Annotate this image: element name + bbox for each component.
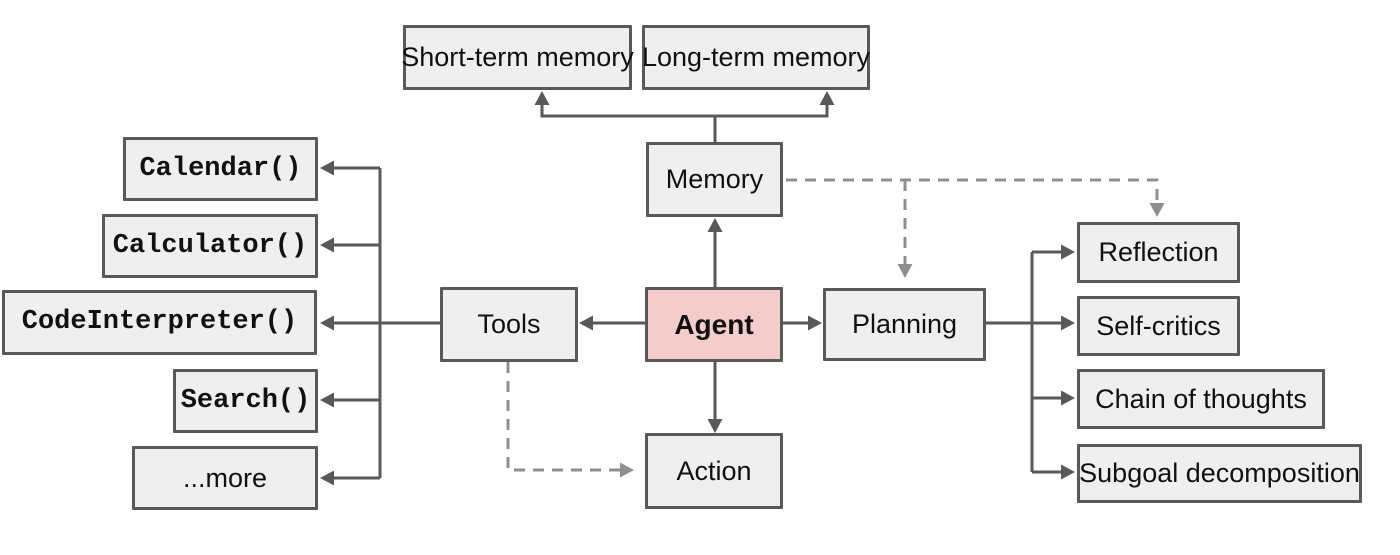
solid-connectors (320, 91, 1075, 486)
node-action: Action (645, 433, 783, 509)
node-subgoal-decomposition: Subgoal decomposition (1077, 444, 1362, 503)
node-memory: Memory (646, 142, 783, 217)
edge-junction-branches (540, 104, 829, 118)
edge-memory-reflection-dashed (786, 178, 1159, 203)
node-calculator-tool: Calculator() (102, 214, 318, 278)
node-chain-of-thoughts: Chain of thoughts (1077, 369, 1325, 429)
arrowhead-reflection-dashed (1149, 203, 1165, 217)
arrowhead-code-interpreter (320, 315, 334, 331)
node-code-interpreter-tool: CodeInterpreter() (2, 290, 317, 355)
arrowhead-memory (707, 218, 723, 232)
node-search-tool: Search() (173, 369, 318, 433)
edge-tools-action-dashed (506, 362, 620, 472)
arrowhead-tools (579, 315, 593, 331)
arrowhead-long-term (819, 91, 835, 105)
arrowhead-self-critics (1061, 315, 1075, 331)
dashed-connectors (506, 178, 1165, 478)
node-long-term-memory: Long-term memory (642, 25, 870, 90)
arrowhead-search (320, 392, 334, 408)
arrowhead-subgoal (1061, 464, 1075, 480)
node-planning: Planning (823, 288, 986, 361)
arrowhead-calculator (320, 237, 334, 253)
arrowhead-reflection (1061, 244, 1075, 260)
arrowhead-planning (808, 315, 822, 331)
node-short-term-memory: Short-term memory (401, 25, 634, 90)
arrowhead-action (707, 419, 723, 433)
arrowhead-action-dashed (620, 462, 634, 478)
node-calendar-tool: Calendar() (123, 137, 318, 201)
node-reflection: Reflection (1077, 222, 1240, 283)
node-self-critics: Self-critics (1077, 296, 1240, 356)
node-more-tools: ...more (132, 446, 318, 510)
arrowhead-short-term (534, 91, 550, 105)
node-agent: Agent (645, 287, 783, 362)
arrowhead-calendar (320, 160, 334, 176)
arrowhead-more (320, 470, 334, 486)
node-tools: Tools (440, 287, 578, 362)
arrowhead-planning-dashed (897, 264, 913, 278)
arrowhead-chain-of-thoughts (1061, 390, 1075, 406)
